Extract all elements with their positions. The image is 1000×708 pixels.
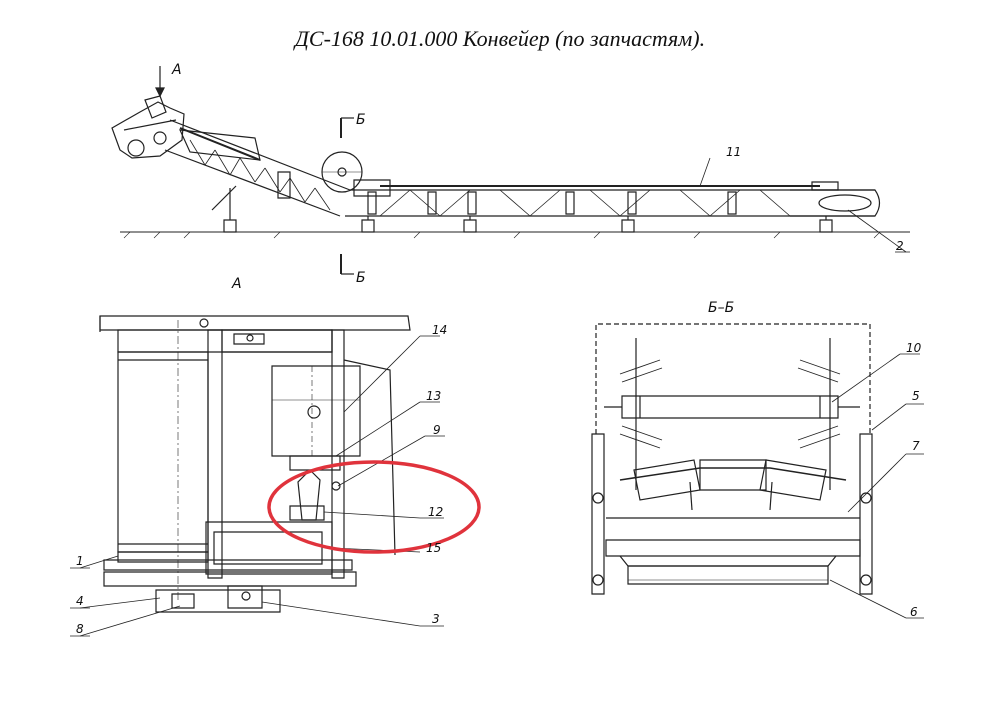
detail-view-label: А <box>231 276 242 292</box>
callout-9: 9 <box>433 423 441 437</box>
detail-view-a <box>70 316 445 636</box>
callout-5: 5 <box>912 389 920 403</box>
callout-10: 10 <box>906 341 922 355</box>
callout-14: 14 <box>432 323 447 337</box>
callout-11: 11 <box>726 145 741 159</box>
callout-7: 7 <box>912 439 920 453</box>
section-view-bb <box>592 324 924 618</box>
view-arrow-label: А <box>171 62 182 78</box>
highlight-ellipse <box>269 462 479 552</box>
callout-3: 3 <box>432 612 440 626</box>
callout-15: 15 <box>426 541 441 555</box>
section-view-label: Б–Б <box>708 300 734 316</box>
side-elevation <box>112 66 910 274</box>
callout-4: 4 <box>76 594 84 608</box>
callout-13: 13 <box>426 389 441 403</box>
section-mark-top: Б <box>356 112 366 128</box>
callout-6: 6 <box>910 605 918 619</box>
callout-1: 1 <box>76 554 84 568</box>
page-title: ДС-168 10.01.000 Конвейер (по запчастям)… <box>294 26 706 51</box>
section-mark-bottom: Б <box>356 270 366 286</box>
callout-12: 12 <box>428 505 443 519</box>
callout-8: 8 <box>76 622 84 636</box>
callout-2: 2 <box>896 239 904 253</box>
